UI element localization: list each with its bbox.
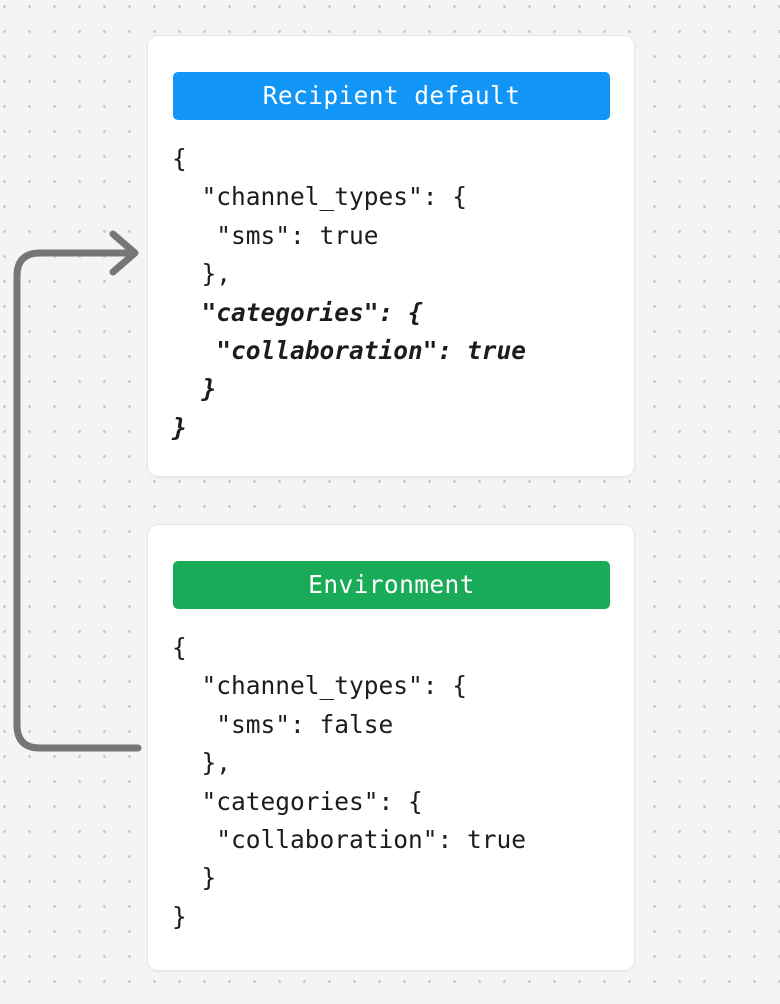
card-recipient-default[interactable]: Recipient default { "channel_types": { "…: [147, 35, 635, 477]
code-line-highlighted: }: [172, 412, 187, 442]
card-environment[interactable]: Environment { "channel_types": { "sms": …: [147, 524, 635, 971]
code-line: },: [172, 259, 232, 289]
code-line: "sms": true: [172, 220, 379, 250]
code-line: "categories": {: [172, 786, 423, 816]
merge-arrow-head-icon: [109, 230, 139, 276]
code-block-environment: { "channel_types": { "sms": false }, "ca…: [172, 629, 622, 936]
merge-arrow-svg: [13, 230, 142, 752]
badge-recipient-default: Recipient default: [173, 72, 610, 120]
code-line: "channel_types": {: [172, 182, 468, 212]
code-line: "collaboration": true: [172, 825, 527, 855]
badge-environment: Environment: [173, 561, 610, 609]
code-line: },: [172, 748, 232, 778]
code-line-highlighted: "collaboration": true: [172, 336, 527, 366]
code-line: "channel_types": {: [172, 671, 468, 701]
merge-arrow-path: [13, 249, 142, 752]
code-line-highlighted: "categories": {: [172, 297, 423, 327]
code-line: }: [172, 863, 217, 893]
code-block-recipient-default: { "channel_types": { "sms": true }, "cat…: [172, 140, 622, 447]
merge-arrow: [0, 230, 160, 770]
code-line: {: [172, 144, 187, 173]
code-line: }: [172, 901, 187, 931]
code-line: {: [172, 633, 187, 662]
code-line: "sms": false: [172, 709, 394, 739]
code-line-highlighted: }: [172, 374, 217, 404]
